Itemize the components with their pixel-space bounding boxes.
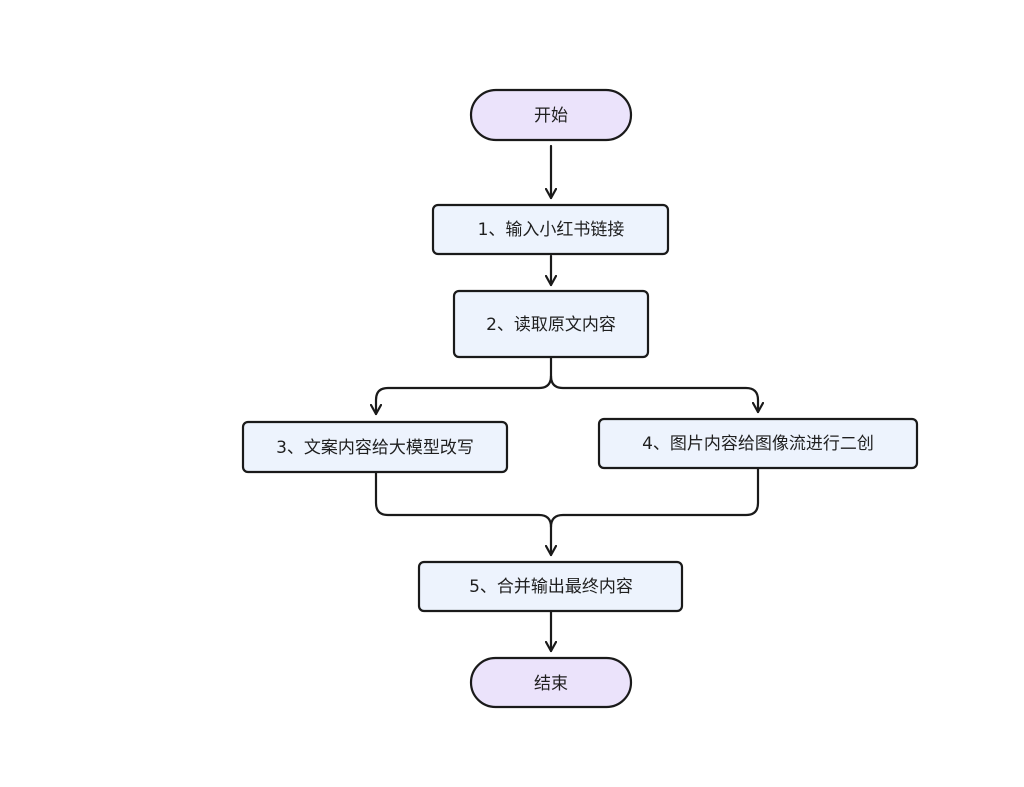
step4-shape (597, 417, 919, 470)
step3-node: 3、文案内容给大模型改写 (241, 420, 509, 474)
start-label: 开始 (534, 106, 568, 126)
step5-node: 5、合并输出最终内容 (417, 560, 684, 613)
step2-label: 2、读取原文内容 (486, 315, 616, 335)
arrow-step4-to-step5 (549, 467, 760, 529)
step2-shape (452, 289, 650, 359)
step1-shape (431, 203, 670, 256)
start-node: 开始 (469, 88, 633, 142)
step1-node: 1、输入小红书链接 (431, 203, 670, 256)
step3-shape (241, 420, 509, 474)
connectors (374, 144, 760, 653)
arrow-step2-to-step4 (549, 374, 758, 414)
end-label: 结束 (534, 674, 568, 694)
end-node: 结束 (469, 656, 633, 709)
step5-label: 5、合并输出最终内容 (469, 577, 633, 597)
step5-shape (417, 560, 684, 613)
step4-label: 4、图片内容给图像流进行二创 (642, 434, 874, 454)
arrow-step3-to-step5 (374, 471, 551, 557)
start-shape (469, 88, 633, 142)
step1-label: 1、输入小红书链接 (478, 220, 625, 240)
step4-node: 4、图片内容给图像流进行二创 (597, 417, 919, 470)
step3-label: 3、文案内容给大模型改写 (276, 438, 474, 458)
arrow-step2-to-step3 (376, 356, 553, 416)
step2-node: 2、读取原文内容 (452, 289, 650, 359)
end-shape (469, 656, 633, 709)
